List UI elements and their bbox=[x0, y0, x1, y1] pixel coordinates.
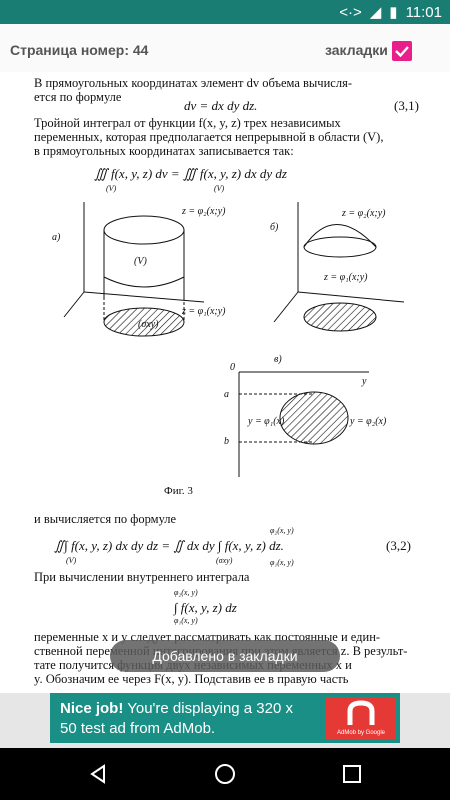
page-number-title: Страница номер: 44 bbox=[10, 42, 149, 58]
formula-sub: (V) bbox=[66, 556, 77, 565]
label-b-pt: b bbox=[224, 436, 229, 447]
status-bar: <·> ◢ ▮ 11:01 bbox=[0, 0, 450, 24]
label-a: а) bbox=[52, 232, 61, 243]
navigation-bar bbox=[0, 748, 450, 800]
label-c: в) bbox=[274, 354, 282, 365]
formula: ∬∫ f(x, y, z) dx dy dz = ∬ dx dy ∫ f(x, … bbox=[54, 538, 284, 553]
signal-icon: ◢ bbox=[369, 4, 382, 21]
figure-3: а) z = φ₂(x;y) (V) z = φ₁(x;y) (σxy) б) … bbox=[52, 202, 405, 477]
label-sigma: (σxy) bbox=[138, 319, 159, 330]
formula-sub: φ₁(x, y) bbox=[174, 616, 198, 625]
text-line: ется по формуле bbox=[34, 90, 122, 104]
text-line: В прямоугольных координатах элемент dv о… bbox=[34, 76, 352, 90]
formula-sub: (σxy) bbox=[216, 556, 233, 565]
home-icon[interactable] bbox=[213, 762, 237, 786]
formula-sup: φ₂(x, y) bbox=[174, 588, 198, 597]
figure-caption: Фиг. 3 bbox=[164, 485, 193, 497]
ad-banner[interactable]: Nice job! You're displaying a 320 x 50 t… bbox=[50, 693, 400, 743]
bookmark-checkbox[interactable] bbox=[392, 41, 412, 61]
formula: dv = dx dy dz. bbox=[184, 98, 258, 113]
book-page[interactable]: В прямоугольных координатах элемент dv о… bbox=[0, 72, 450, 693]
label-z-top-b: z = φ₂(x;y) bbox=[341, 208, 386, 219]
admob-caption: AdMob by Google bbox=[336, 730, 386, 736]
toast-message: Добавлено в закладки bbox=[110, 640, 340, 672]
ad-text: Nice job! You're displaying a 320 x 50 t… bbox=[60, 699, 310, 739]
battery-icon: ▮ bbox=[389, 4, 398, 21]
formula-sub: (V) bbox=[106, 184, 117, 193]
text-line: в прямоугольных координатах записывается… bbox=[34, 144, 294, 158]
label-z-bot-b: z = φ₁(x;y) bbox=[323, 272, 368, 283]
ad-area: Nice job! You're displaying a 320 x 50 t… bbox=[0, 693, 450, 748]
formula-sub: φ₁(x, y) bbox=[270, 558, 294, 567]
text-line: y. Обозначим ее через F(x, y). Подставив… bbox=[34, 672, 349, 686]
recents-icon[interactable] bbox=[340, 762, 364, 786]
text-line: и вычисляется по формуле bbox=[34, 512, 177, 526]
equation-number: (3,2) bbox=[386, 538, 411, 553]
admob-logo: AdMob by Google bbox=[326, 697, 396, 739]
label-axis-y: y bbox=[361, 376, 367, 387]
data-sync-icon: <·> bbox=[339, 3, 362, 21]
check-icon bbox=[395, 46, 409, 58]
label-b: б) bbox=[270, 222, 279, 233]
app-bar: Страница номер: 44 закладки bbox=[0, 24, 450, 76]
label-y-phi2: y = φ₂(x) bbox=[349, 416, 387, 427]
formula: ∫ f(x, y, z) dz bbox=[174, 600, 237, 615]
admob-icon bbox=[347, 700, 375, 725]
back-icon[interactable] bbox=[86, 762, 110, 786]
label-origin: 0 bbox=[230, 362, 235, 373]
label-a-pt: a bbox=[224, 389, 229, 400]
label-z-top-a: z = φ₂(x;y) bbox=[181, 206, 226, 217]
bookmarks-label: закладки bbox=[325, 42, 388, 58]
clock: 11:01 bbox=[405, 3, 442, 21]
label-y-phi1: y = φ₁(x) bbox=[247, 416, 285, 427]
equation-number: (3,1) bbox=[394, 98, 419, 113]
formula: ∭ f(x, y, z) dv = ∭ f(x, y, z) dx dy dz bbox=[94, 166, 287, 181]
label-V: (V) bbox=[134, 256, 147, 267]
formula-sup: φ₂(x, y) bbox=[270, 526, 294, 535]
label-z-bot-a: z = φ₁(x;y) bbox=[181, 306, 226, 317]
text-line: переменных, которая предполагается непре… bbox=[34, 130, 384, 144]
formula-sub: (V) bbox=[214, 184, 225, 193]
text-line: При вычислении внутреннего интеграла bbox=[34, 570, 250, 584]
ad-text-bold: Nice job! bbox=[60, 700, 124, 717]
text-line: Тройной интеграл от функции f(x, y, z) т… bbox=[34, 116, 341, 130]
ad-text-body: You're displaying a 320 x 50 test ad fro… bbox=[60, 700, 294, 737]
